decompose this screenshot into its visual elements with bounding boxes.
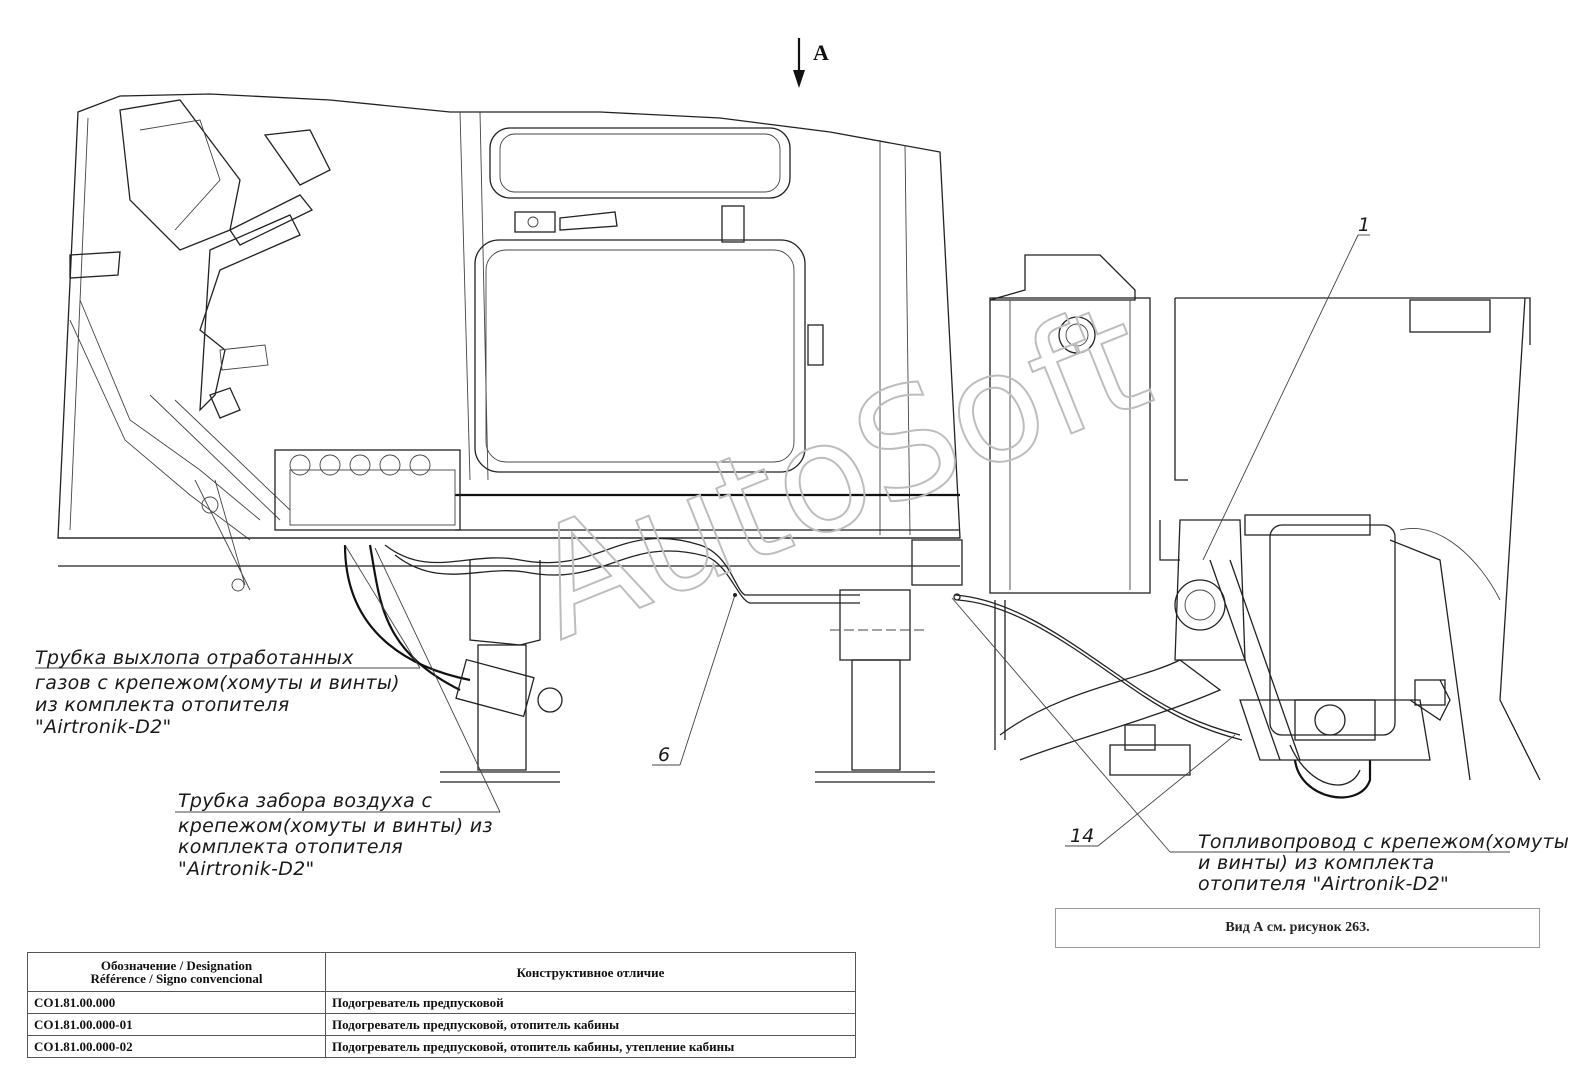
cabin-drawing bbox=[57, 93, 963, 783]
difference-cell: Подогреватель предпусковой, отопитель ка… bbox=[325, 1013, 856, 1036]
air-intake-line-2: крепежом(хомуты и винты) из bbox=[178, 815, 493, 837]
designation-cell: СО1.81.00.000-02 bbox=[27, 1035, 326, 1058]
exhaust-line-4: "Airtronik-D2" bbox=[35, 716, 172, 738]
designation-header-line-1: Обозначение / Designation bbox=[100, 958, 253, 973]
fuel-line-3: отопителя "Airtronik-D2" bbox=[1198, 873, 1449, 895]
difference-header: Конструктивное отличие bbox=[325, 952, 856, 992]
difference-cell: Подогреватель предпусковой bbox=[325, 991, 856, 1014]
fuel-line bbox=[953, 593, 1243, 741]
spec-table-header: Обозначение / Designation Référence / Si… bbox=[27, 952, 856, 992]
callout-fuel-line: Топливопровод с крепежом(хомуты и винты)… bbox=[1198, 831, 1569, 895]
air-intake-line-4: "Airtronik-D2" bbox=[178, 858, 315, 880]
leader-lines bbox=[35, 234, 1510, 853]
position-number-14: 14 bbox=[1070, 825, 1094, 847]
view-letter: A bbox=[813, 40, 829, 65]
table-row: СО1.81.00.000-01 Подогреватель предпуско… bbox=[27, 1013, 856, 1036]
designation-cell: СО1.81.00.000 bbox=[27, 991, 326, 1014]
heater-assembly bbox=[989, 254, 1541, 799]
fuel-line-1: Топливопровод с крепежом(хомуты bbox=[1198, 831, 1569, 853]
difference-cell: Подогреватель предпусковой, отопитель ка… bbox=[325, 1035, 856, 1058]
view-arrow-a: A bbox=[793, 38, 829, 88]
position-number-6: 6 bbox=[658, 744, 670, 766]
air-intake-line-1: Трубка забора воздуха с bbox=[178, 790, 432, 812]
spec-table: Обозначение / Designation Référence / Si… bbox=[27, 952, 856, 1058]
designation-header: Обозначение / Designation Référence / Si… bbox=[27, 952, 326, 992]
exhaust-line-1: Трубка выхлопа отработанных bbox=[35, 647, 354, 669]
designation-cell: СО1.81.00.000-01 bbox=[27, 1013, 326, 1036]
exhaust-line-3: из комплекта отопителя bbox=[35, 694, 289, 716]
fuel-line-2: и винты) из комплекта bbox=[1198, 852, 1435, 874]
air-intake-line-3: комплекта отопителя bbox=[178, 836, 403, 858]
designation-header-line-2: Référence / Signo convencional bbox=[90, 971, 263, 986]
position-number-1: 1 bbox=[1358, 214, 1370, 236]
callout-exhaust-pipe: Трубка выхлопа отработанных газов с креп… bbox=[35, 647, 400, 738]
table-row: СО1.81.00.000 Подогреватель предпусковой bbox=[27, 991, 856, 1014]
callout-air-intake: Трубка забора воздуха с крепежом(хомуты … bbox=[178, 790, 493, 880]
exhaust-line-2: газов с крепежом(хомуты и винты) bbox=[35, 672, 400, 694]
view-reference-note: Вид А см. рисунок 263. bbox=[1055, 908, 1540, 948]
table-row: СО1.81.00.000-02 Подогреватель предпуско… bbox=[27, 1035, 856, 1058]
